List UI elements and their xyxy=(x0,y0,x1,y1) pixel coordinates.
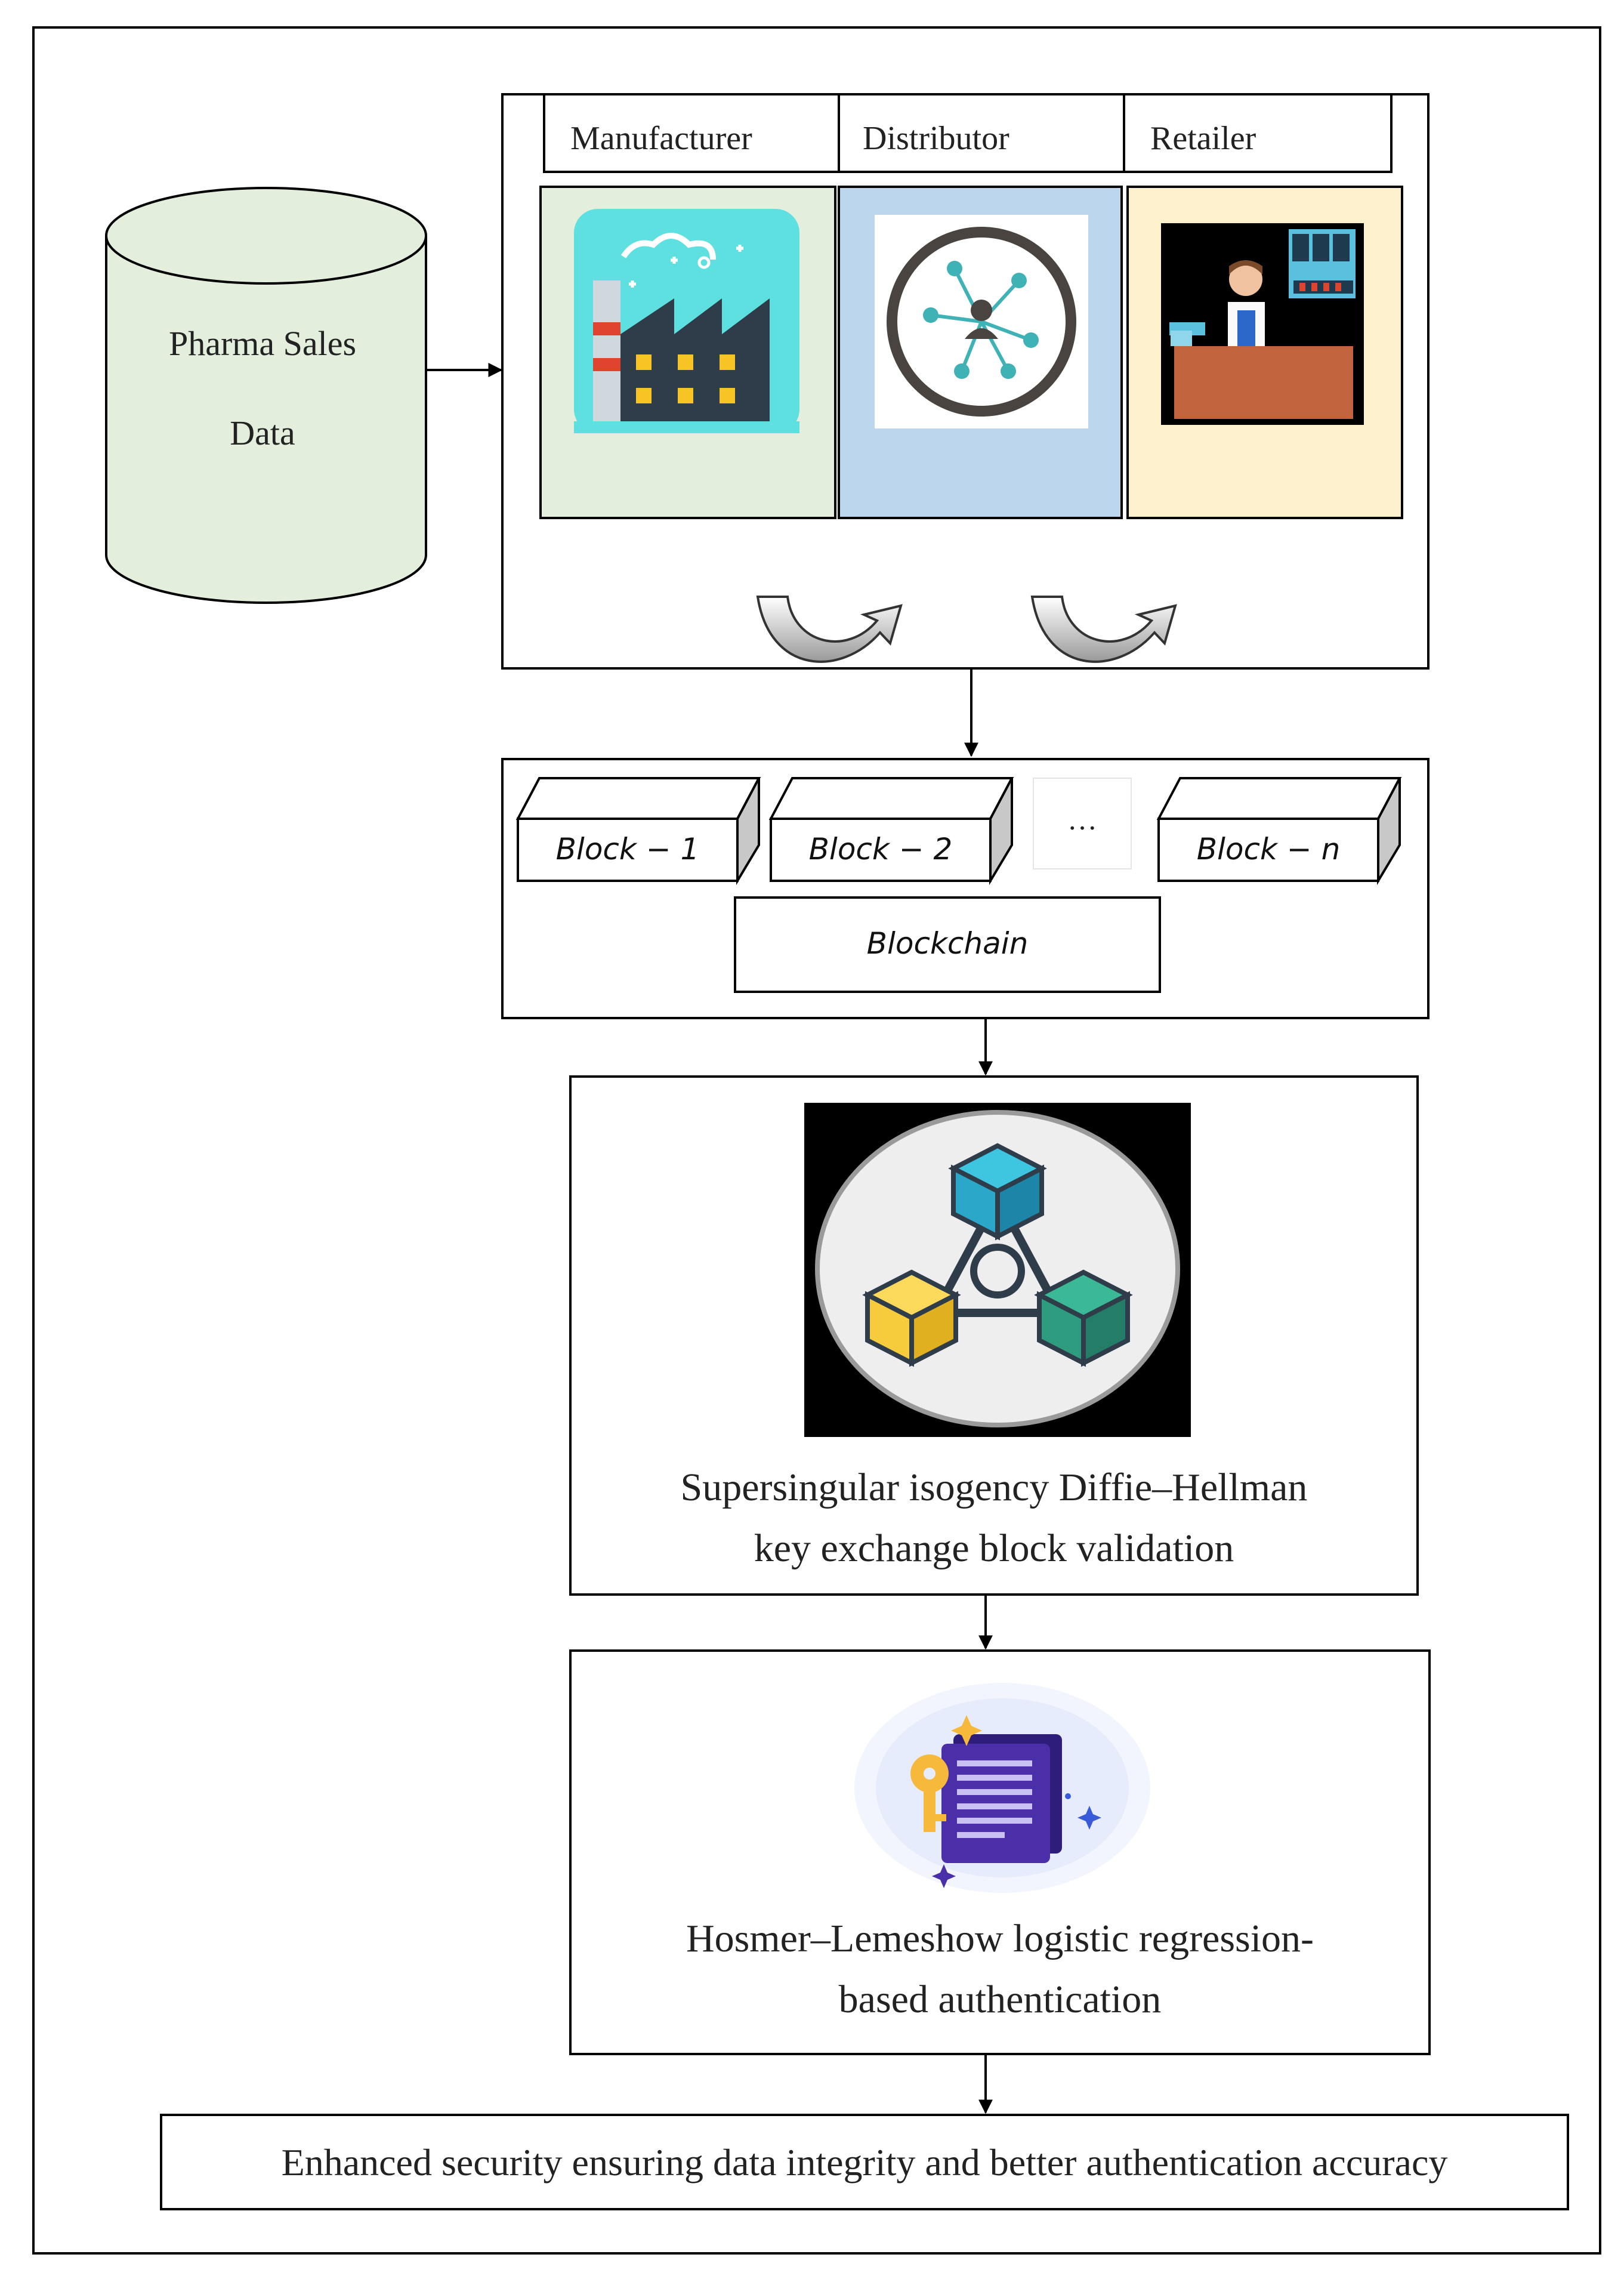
block-n-label: Block − n xyxy=(1197,832,1341,866)
retailer-header xyxy=(1123,93,1393,173)
validation-label-line1: Supersingular isogency Diffie–Hellman xyxy=(681,1466,1308,1509)
database-label-line2: Data xyxy=(230,414,295,452)
database-label-line1: Pharma Sales xyxy=(169,324,356,363)
distributor-label: Distributor xyxy=(863,120,1009,157)
authentication-label-line2: based authentication xyxy=(839,1978,1162,2021)
manufacturer-label: Manufacturer xyxy=(570,120,752,157)
blockchain-label-box xyxy=(734,896,1161,993)
ellipsis-box xyxy=(1033,778,1132,869)
ellipsis: … xyxy=(1067,803,1097,836)
block-n: Block − n xyxy=(1156,777,1402,886)
pharma-sales-database: Pharma Sales Data xyxy=(105,187,427,604)
retailer-label: Retailer xyxy=(1150,120,1256,157)
network-user-icon xyxy=(875,215,1088,428)
authentication-label-line1: Hosmer–Lemeshow logistic regression- xyxy=(686,1917,1314,1960)
blockchain-label: Blockchain xyxy=(867,926,1029,961)
factory-icon xyxy=(574,209,799,433)
validation-label-line2: key exchange block validation xyxy=(754,1526,1234,1570)
block-2: Block − 2 xyxy=(768,777,1014,886)
exchange-arrow-right xyxy=(1030,596,1177,663)
block-2-label: Block − 2 xyxy=(809,832,953,866)
blockchain-network-icon xyxy=(804,1103,1191,1437)
exchange-arrow-left xyxy=(756,596,903,663)
distributor-header xyxy=(838,93,1125,173)
block-1: Block − 1 xyxy=(515,777,761,886)
key-document-icon xyxy=(854,1683,1150,1893)
outer-frame xyxy=(32,26,1601,2255)
result-label: Enhanced security ensuring data integrit… xyxy=(282,2141,1448,2184)
block-1-label: Block − 1 xyxy=(556,832,700,866)
pharmacy-shop-icon xyxy=(1161,223,1364,425)
result-box xyxy=(160,2114,1569,2210)
